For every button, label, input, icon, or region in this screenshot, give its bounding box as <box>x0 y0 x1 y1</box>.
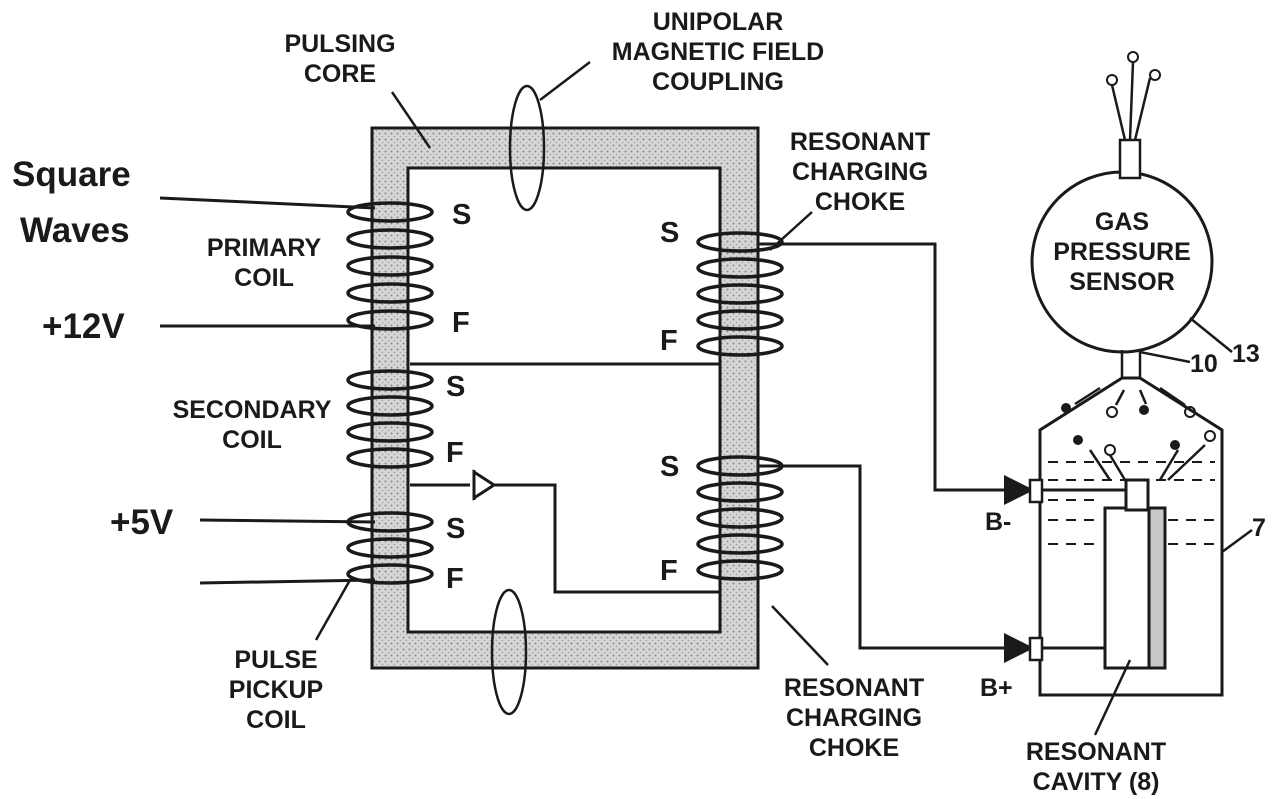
label-s-choke-bot: S <box>660 451 679 483</box>
leader-pickup <box>314 579 352 641</box>
label-pickup-1: PULSE <box>234 646 317 674</box>
secondary-coil <box>346 369 434 469</box>
label-pulsing-core-2: CORE <box>304 60 376 88</box>
wire-choke-bot-to-bplus <box>758 464 1034 663</box>
label-choke-bot-3: CHOKE <box>809 734 899 762</box>
diode <box>472 469 497 501</box>
label-f-pickup: F <box>446 563 464 595</box>
label-waves: Waves <box>20 211 130 250</box>
label-choke-top-3: CHOKE <box>815 188 905 216</box>
label-choke-top-1: RESONANT <box>790 128 930 156</box>
leader-unipolar <box>539 61 591 101</box>
label-s-secondary: S <box>446 371 465 403</box>
leader-10 <box>1139 350 1191 364</box>
resonant-cavity-electrodes <box>1103 478 1167 670</box>
label-f-choke-bot: F <box>660 555 678 587</box>
label-s-choke-top: S <box>660 217 679 249</box>
label-primary-1: PRIMARY <box>207 234 322 262</box>
label-pickup-2: PICKUP <box>229 676 323 704</box>
water-cell <box>1038 350 1224 697</box>
label-choke-bot-1: RESONANT <box>784 674 924 702</box>
label-unipolar-3: COUPLING <box>652 68 784 96</box>
pulsing-core <box>370 126 760 670</box>
label-primary-2: COIL <box>234 264 294 292</box>
leader-cavity <box>1093 659 1132 736</box>
label-unipolar-1: UNIPOLAR <box>653 8 784 36</box>
wire-5v <box>199 518 376 524</box>
label-b-plus: B+ <box>980 674 1013 702</box>
flux-coupling-top <box>508 84 546 212</box>
terminal-b-plus <box>1028 636 1044 662</box>
label-cavity-1: RESONANT <box>1026 738 1166 766</box>
label-s-pickup: S <box>446 513 465 545</box>
flux-coupling-bottom <box>490 588 528 716</box>
label-choke-bot-2: CHARGING <box>786 704 922 732</box>
label-square: Square <box>12 155 131 194</box>
label-sensor-1: GAS <box>1095 208 1149 236</box>
label-f-secondary: F <box>446 437 464 469</box>
leader-pulsing-core <box>390 91 432 149</box>
label-b-minus: B- <box>985 508 1011 536</box>
label-s-primary: S <box>452 199 471 231</box>
label-7: 7 <box>1252 514 1266 542</box>
wire-diode-to-choke <box>494 483 720 594</box>
leader-7 <box>1221 528 1253 554</box>
label-f-primary: F <box>452 307 470 339</box>
label-secondary-1: SECONDARY <box>173 396 332 424</box>
label-secondary-2: COIL <box>222 426 282 454</box>
label-10: 10 <box>1190 350 1218 378</box>
label-12v: +12V <box>42 307 125 346</box>
wire-pickup-out <box>199 578 376 585</box>
label-5v: +5V <box>110 503 174 542</box>
choke-bottom-coil <box>696 455 784 581</box>
primary-coil <box>346 201 434 331</box>
label-pickup-3: COIL <box>246 706 306 734</box>
wire-choke-top-to-bminus <box>758 242 1034 505</box>
label-13: 13 <box>1232 340 1260 368</box>
label-unipolar-2: MAGNETIC FIELD <box>612 38 825 66</box>
label-cavity-2: CAVITY (8) <box>1033 768 1160 796</box>
leader-13 <box>1189 317 1233 353</box>
sensor-cable <box>1106 51 1161 180</box>
label-choke-top-2: CHARGING <box>792 158 928 186</box>
label-sensor-3: SENSOR <box>1069 268 1175 296</box>
terminal-b-minus <box>1028 478 1044 504</box>
label-sensor-2: PRESSURE <box>1053 238 1191 266</box>
choke-top-coil <box>696 231 784 357</box>
label-pulsing-core-1: PULSING <box>284 30 395 58</box>
wire-square-waves <box>159 196 376 210</box>
label-f-choke-top: F <box>660 325 678 357</box>
leader-choke-bottom <box>771 605 829 666</box>
